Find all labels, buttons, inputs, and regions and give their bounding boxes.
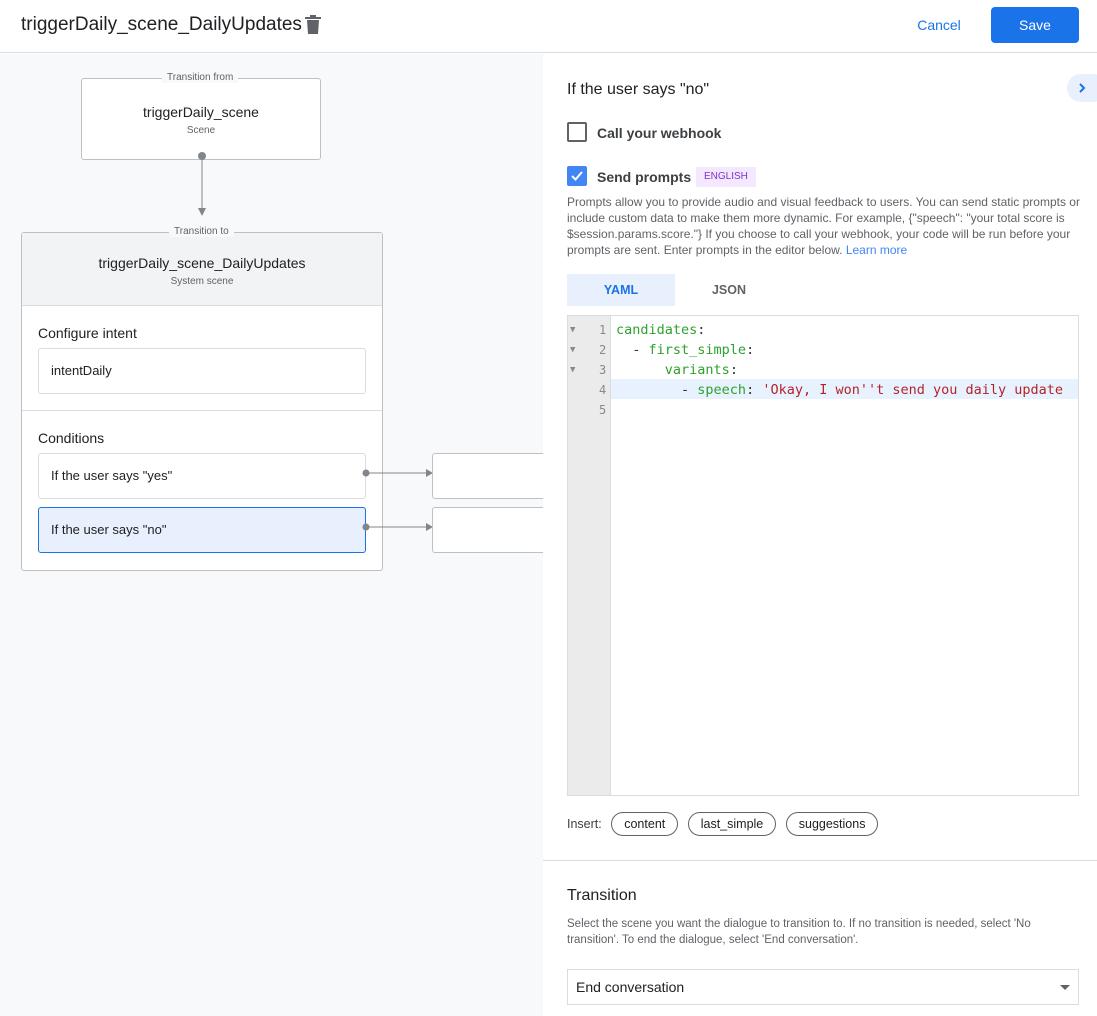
condition-no[interactable]: If the user says "no" [38,507,366,553]
send-prompts-checkbox[interactable] [567,166,587,186]
connector-arrow [198,152,206,216]
condition-yes[interactable]: If the user says "yes" [38,453,366,499]
fold-icon[interactable]: ▼ [570,365,576,375]
insert-chip-last-simple[interactable]: last_simple [687,812,777,836]
transition-select[interactable]: End conversation [567,969,1079,1005]
transition-heading: Transition [567,887,637,904]
insert-chip-suggestions[interactable]: suggestions [785,812,879,836]
code-editor[interactable]: ▼ ▼ ▼ 1 2 3 4 5 candidates: - first_simp… [567,315,1079,796]
code-line: candidates: [616,322,706,338]
configure-intent-heading: Configure intent [38,325,137,341]
line-number: 2 [599,343,607,357]
code-line: - speech: 'Okay, I won''t send you daily… [616,382,1064,398]
insert-label: Insert: [567,817,602,831]
header: triggerDaily_scene_DailyUpdates Cancel S… [0,0,1097,53]
from-scene-name: triggerDaily_scene [143,104,259,120]
insert-chip-content[interactable]: content [611,812,679,836]
to-scene-type: System scene [170,276,234,287]
panel-title: If the user says "no" [567,81,710,98]
line-number: 5 [599,403,607,417]
fold-icon[interactable]: ▼ [570,325,576,335]
from-scene-type: Scene [186,125,216,136]
transition-from-node[interactable]: triggerDaily_scene Scene [81,78,321,160]
trash-icon[interactable] [305,15,321,34]
line-number: 1 [599,323,607,337]
transition-to-label: Transition to [169,226,234,237]
target-node-no[interactable] [432,507,562,553]
tab-yaml[interactable]: YAML [567,274,675,306]
check-icon [571,171,583,181]
prompts-description: Prompts allow you to provide audio and v… [567,195,1080,257]
insert-row: Insert: content last_simple suggestions [567,812,879,836]
conditions-heading: Conditions [38,430,105,446]
cancel-button[interactable]: Cancel [904,8,974,42]
detail-panel: If the user says "no" Call your webhook … [543,54,1097,1016]
webhook-checkbox[interactable] [567,122,587,142]
editor-gutter [568,316,611,795]
target-node-yes[interactable] [432,453,562,499]
transition-selected-value: End conversation [576,979,685,995]
line-number: 4 [599,383,607,397]
line-number: 3 [599,363,607,377]
condition-connectors [362,469,433,531]
flow-canvas[interactable]: triggerDaily_scene Scene Transition from… [0,54,562,1016]
code-line: - first_simple: [616,342,755,358]
dropdown-arrow-icon [1060,985,1070,990]
transition-description: Select the scene you want the dialogue t… [567,918,1031,946]
code-line: variants: [664,362,738,378]
save-button[interactable]: Save [991,7,1079,43]
language-badge: ENGLISH [696,167,756,187]
chevron-right-icon [1079,83,1086,93]
divider [543,860,1097,861]
webhook-label: Call your webhook [597,125,722,141]
tab-json[interactable]: JSON [711,283,747,297]
send-prompts-label: Send prompts [597,169,692,185]
collapse-panel-button[interactable] [1067,74,1097,102]
intent-field[interactable]: intentDaily [38,348,366,394]
page-title: triggerDaily_scene_DailyUpdates [21,14,302,35]
learn-more-link[interactable]: Learn more [845,243,908,257]
to-scene-name: triggerDaily_scene_DailyUpdates [98,255,306,271]
transition-from-label: Transition from [162,72,239,83]
fold-icon[interactable]: ▼ [570,345,576,355]
